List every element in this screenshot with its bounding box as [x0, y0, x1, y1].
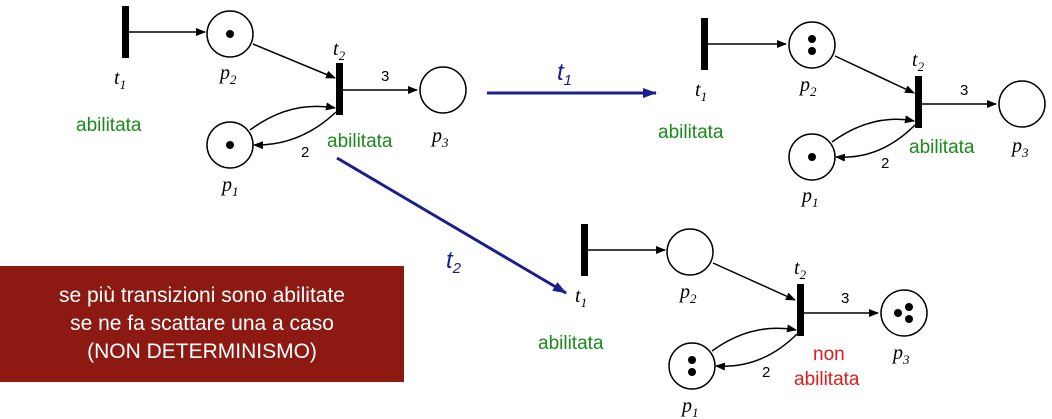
note-line-3: (NON DETERMINISMO) [87, 340, 317, 363]
transition-t1 [122, 6, 129, 58]
token [226, 141, 234, 149]
net-initial: t1 abilitata p2 t2 abilitata 3 p3 p1 2 [76, 6, 467, 199]
tokens-p1 [808, 153, 816, 161]
place-p2-label: p2 [678, 281, 697, 306]
transition-t2-status-line1: non [813, 344, 845, 365]
transition-t1-label: t1 [695, 79, 707, 104]
non-determinism-note: se più transizioni sono abilitate se ne … [0, 266, 404, 382]
token [688, 368, 696, 376]
transition-t2-label: t2 [912, 49, 925, 74]
token [905, 315, 913, 323]
place-p2 [788, 21, 836, 69]
note-line-2: se ne fa scattare una a caso [70, 312, 334, 335]
transition-t2 [915, 76, 922, 128]
arc-t2-p1-weight: 2 [881, 155, 889, 172]
token [808, 47, 816, 55]
transition-t2 [797, 284, 804, 336]
arc-t2-p3-weight: 3 [381, 68, 389, 85]
firing-t1: t1 [487, 59, 657, 98]
arc-t2-p3-weight: 3 [841, 290, 849, 307]
tokens-p1 [226, 141, 234, 149]
place-p2 [666, 228, 714, 276]
firing-t1-label: t1 [557, 59, 572, 89]
arc-p2-t2 [834, 55, 915, 94]
arc-t2-p1-weight: 2 [301, 144, 309, 161]
transition-t1-label: t1 [114, 67, 126, 92]
firing-t2: t2 [336, 156, 567, 295]
token [688, 356, 696, 364]
arc-t2-p3-weight: 3 [960, 82, 968, 99]
firing-t2-arrow [336, 156, 567, 295]
place-p3 [998, 80, 1046, 128]
arc-p1-t2 [831, 115, 915, 143]
transition-t2-status: abilitata [327, 131, 393, 152]
place-p3-label: p3 [430, 125, 449, 150]
transition-t2 [336, 63, 343, 115]
arc-t2-p1-weight: 2 [762, 364, 770, 381]
net-after-t2: t1 abilitata p2 t2 non abilitata 3 p3 p1… [538, 224, 928, 419]
note-line-1: se più transizioni sono abilitate [58, 284, 345, 307]
transition-t2-label: t2 [333, 38, 346, 63]
token [905, 303, 913, 311]
place-p1 [668, 342, 716, 390]
transition-t1-label: t1 [575, 285, 587, 310]
transition-t1 [581, 224, 588, 276]
token [808, 153, 816, 161]
arc-p2-t2 [252, 43, 336, 79]
arc-t2-p1 [835, 124, 916, 162]
place-p2-label: p2 [798, 74, 817, 99]
place-p3-label: p3 [1010, 135, 1029, 160]
arc-t2-p1 [715, 333, 798, 371]
place-p1-label: p1 [680, 395, 699, 419]
token [894, 309, 902, 317]
tokens-p3 [894, 303, 913, 323]
tokens-p2 [226, 30, 234, 38]
arc-p1-t2 [711, 324, 797, 352]
place-p3-label: p3 [891, 342, 910, 367]
place-p2-label: p2 [218, 62, 237, 87]
firing-t2-label: t2 [446, 247, 462, 277]
transition-t1 [701, 18, 708, 70]
arc-p2-t2 [712, 262, 796, 301]
transition-t2-status-line2: abilitata [794, 369, 860, 390]
transition-t1-status: abilitata [538, 333, 604, 354]
place-p1-label: p1 [800, 185, 819, 210]
token [808, 35, 816, 43]
tokens-p2 [808, 35, 816, 55]
net-after-t1: t1 abilitata p2 t2 abilitata 3 p3 p1 2 [658, 18, 1046, 210]
arc-t2-p1 [253, 111, 337, 150]
transition-t2-label: t2 [794, 257, 807, 282]
tokens-p1 [688, 356, 696, 376]
place-p3 [880, 289, 928, 337]
token [226, 30, 234, 38]
arc-p1-t2 [249, 102, 336, 131]
place-p1-label: p1 [220, 174, 239, 199]
transition-t1-status: abilitata [658, 122, 724, 143]
place-p3 [419, 66, 467, 114]
transition-t1-status: abilitata [76, 115, 142, 136]
transition-t2-status: abilitata [909, 137, 975, 158]
